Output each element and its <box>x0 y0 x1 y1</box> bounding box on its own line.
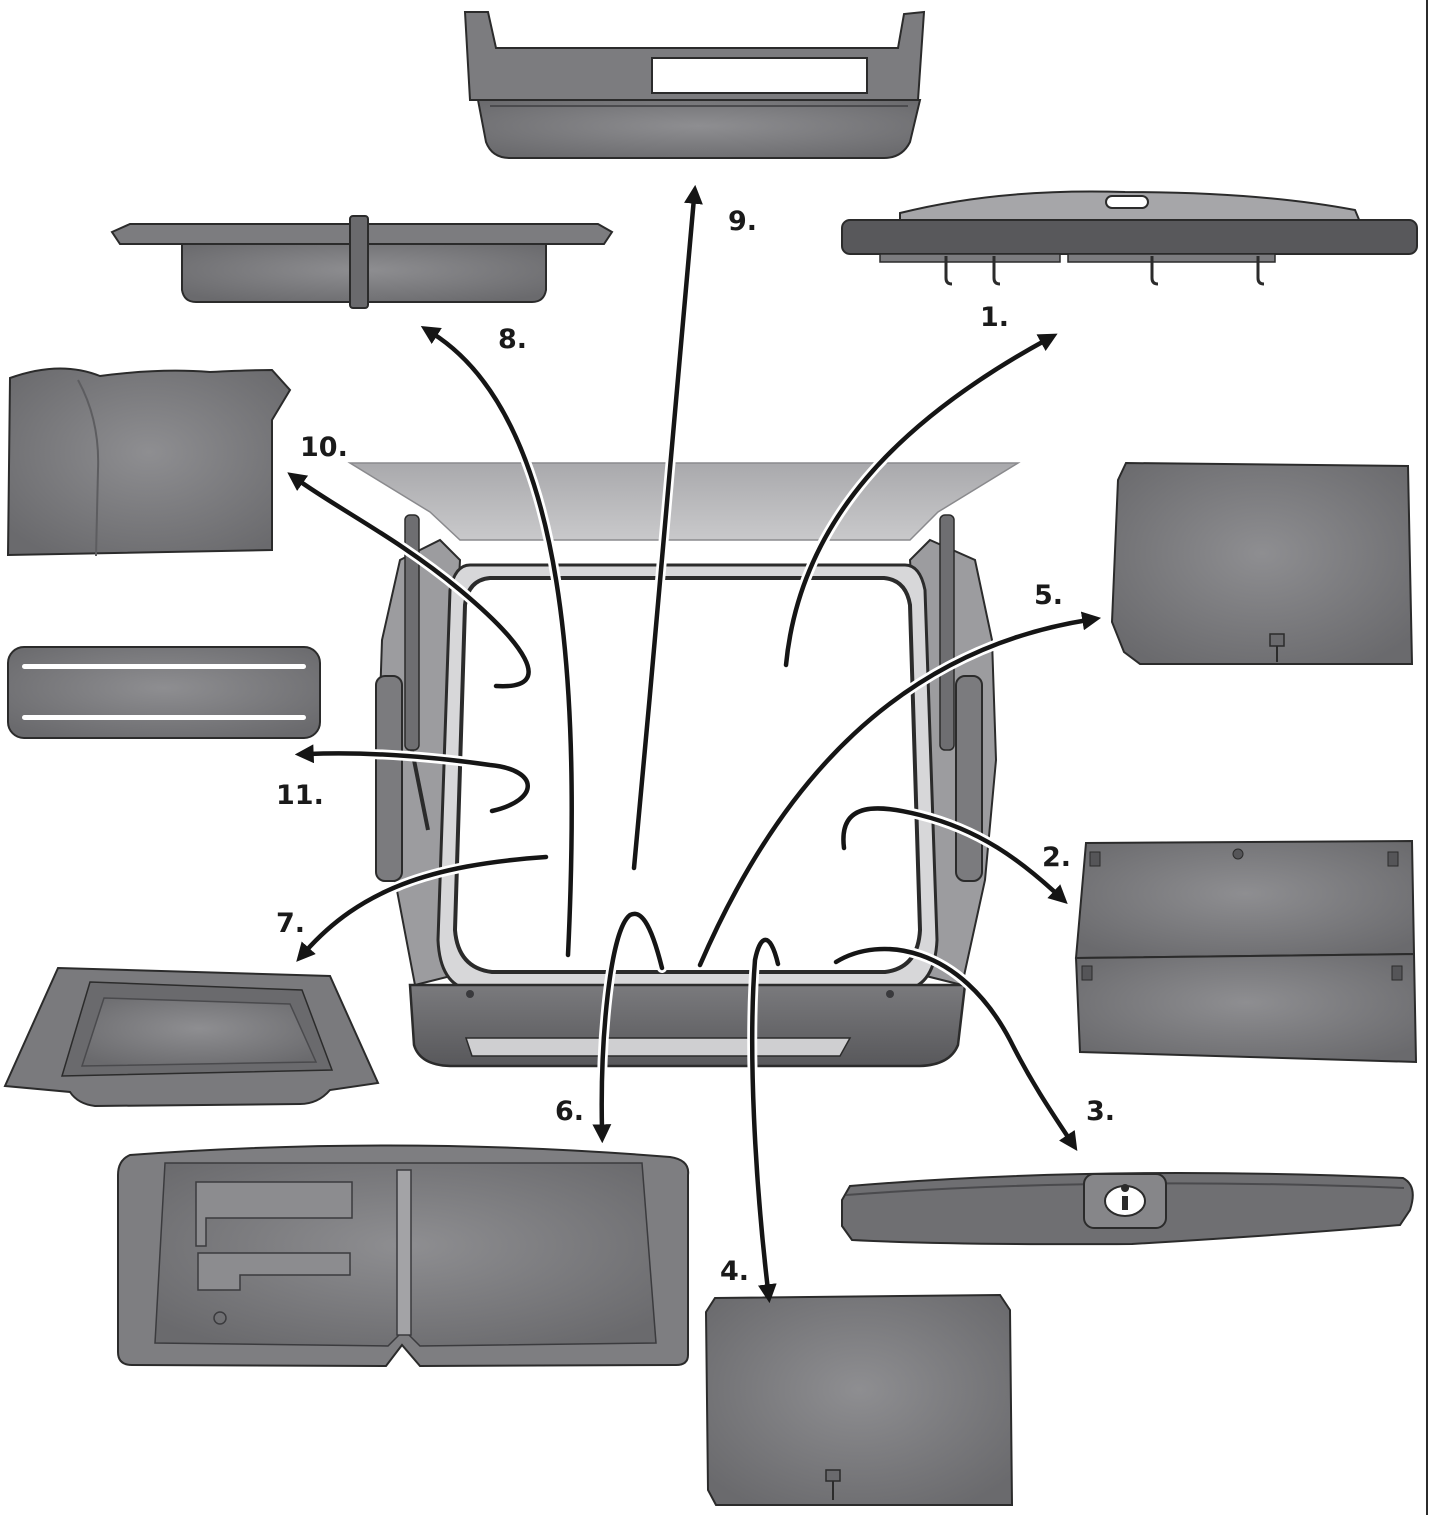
part-6-underfloor-tray <box>117 1144 690 1368</box>
part-9-opening <box>651 57 868 94</box>
vehicle-roof <box>347 462 1021 541</box>
arrows <box>287 184 1102 1304</box>
part-10-side-panel <box>6 367 292 557</box>
arrow-4 <box>749 937 781 1304</box>
arrow-8 <box>420 325 574 958</box>
label-2: 2. <box>1042 842 1071 873</box>
bumper-sill-plate <box>464 1037 852 1057</box>
part-2-upper-panel <box>1074 839 1416 960</box>
part-11-strip <box>7 646 321 739</box>
part-5-boot-liner <box>1110 461 1414 665</box>
label-5: 5. <box>1034 580 1063 611</box>
part-5-liner-shape <box>1110 461 1414 665</box>
part-9-front-panel <box>476 99 922 159</box>
arrow-11 <box>294 744 530 814</box>
part-7-boot-tray <box>3 966 380 1108</box>
arrow-2 <box>841 806 1068 904</box>
arrow-7 <box>296 854 549 962</box>
part-11-sill-strip <box>7 646 321 739</box>
part-9-boot-organiser <box>463 10 926 159</box>
part-1-handle <box>1105 195 1149 209</box>
arrow-9 <box>631 184 703 871</box>
label-8: 8. <box>498 324 527 355</box>
label-3: 3. <box>1086 1096 1115 1127</box>
part-8-centre-joint <box>349 215 369 309</box>
part-10-panel-shape <box>6 367 292 557</box>
label-4: 4. <box>720 1256 749 1287</box>
part-4-mat-shape <box>704 1293 1014 1506</box>
label-9: 9. <box>728 206 757 237</box>
label-10: 10. <box>300 432 348 463</box>
label-7: 7. <box>276 908 305 939</box>
arrow-10 <box>287 472 531 689</box>
part-2-lower-panel <box>1074 952 1418 1064</box>
part-1-cassette <box>841 219 1418 255</box>
part-8-floor-divider <box>110 215 614 309</box>
arrow-6 <box>592 911 665 1144</box>
part-labels: 1. 9. 8. 10. 11. 7. 6. 4. 5. 2. 3. <box>276 206 1115 1287</box>
left-tail-light <box>375 675 403 882</box>
label-11: 11. <box>276 780 324 811</box>
label-6: 6. <box>555 1096 584 1127</box>
arrow-5 <box>697 611 1102 968</box>
right-tail-light <box>955 675 983 882</box>
arrow-1 <box>783 333 1058 668</box>
part-4-boot-mat <box>704 1293 1014 1506</box>
part-3-bumper-protector <box>841 1172 1414 1246</box>
page-right-border <box>1426 0 1428 1515</box>
arrow-3 <box>833 946 1078 1152</box>
part-1-load-cover <box>841 190 1418 286</box>
label-1: 1. <box>980 302 1009 333</box>
right-gas-strut <box>939 514 955 751</box>
part-2-seat-back-protector <box>1074 839 1418 1064</box>
